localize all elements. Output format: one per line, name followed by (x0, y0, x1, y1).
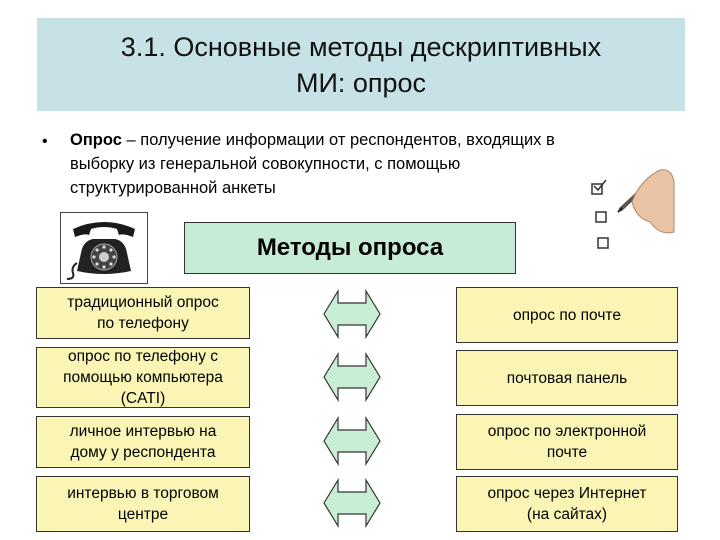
right-method-1-line1: опрос по почте (513, 306, 621, 324)
slide-title: 3.1. Основные методы дескриптивных МИ: о… (121, 29, 601, 101)
definition-line3: структурированной анкеты (70, 179, 276, 197)
methods-title: Методы опроса (184, 222, 516, 274)
definition-term: Опрос (70, 131, 122, 149)
definition-line1: – получение информации от респондентов, … (121, 131, 555, 149)
slide-title-box: 3.1. Основные методы дескриптивных МИ: о… (37, 18, 685, 111)
double-arrow-icon (323, 477, 381, 529)
left-method-3: личное интервью на дому у респондента (36, 416, 250, 468)
left-method-2: опрос по телефону с помощью компьютера (… (36, 347, 250, 408)
left-method-1-line2: по телефону (97, 315, 189, 332)
double-arrow-icon (323, 288, 381, 340)
double-arrow-icon (323, 351, 381, 403)
left-method-1: традиционный опрос по телефону (36, 287, 250, 339)
right-method-3-line2: почте (546, 444, 588, 461)
left-method-2-line3: (CATI) (120, 390, 166, 407)
checklist-hand-icon (580, 162, 675, 277)
right-method-4-line2: (на сайтах) (526, 506, 608, 523)
telephone-icon (60, 212, 148, 284)
left-method-3-line2: дому у респондента (70, 444, 216, 461)
left-method-2-line2: помощью компьютера (63, 369, 223, 386)
definition-line2: выборку из генеральной совокупности, с п… (70, 155, 461, 173)
definition-text: Опрос – получение информации от респонде… (70, 128, 670, 200)
left-method-4-line1: интервью в торговом (67, 485, 219, 502)
left-method-1-line1: традиционный опрос (67, 294, 219, 311)
right-method-3: опрос по электронной почте (456, 414, 678, 470)
bullet-marker: • (42, 133, 48, 150)
right-method-2-line1: почтовая панель (506, 369, 628, 387)
left-method-3-line1: личное интервью на (69, 423, 217, 440)
right-method-1: опрос по почте (456, 287, 678, 343)
slide-title-line1: 3.1. Основные методы дескриптивных (120, 31, 602, 62)
left-method-4-line2: центре (117, 506, 169, 523)
right-method-3-line1: опрос по электронной (487, 423, 647, 440)
double-arrow-icon (323, 415, 381, 467)
right-method-4-line1: опрос через Интернет (487, 485, 647, 502)
right-method-2: почтовая панель (456, 350, 678, 406)
left-method-2-line1: опрос по телефону с (67, 348, 219, 365)
left-method-4: интервью в торговом центре (36, 476, 250, 532)
slide-title-line2: МИ: опрос (295, 67, 427, 98)
right-method-4: опрос через Интернет (на сайтах) (456, 476, 678, 532)
